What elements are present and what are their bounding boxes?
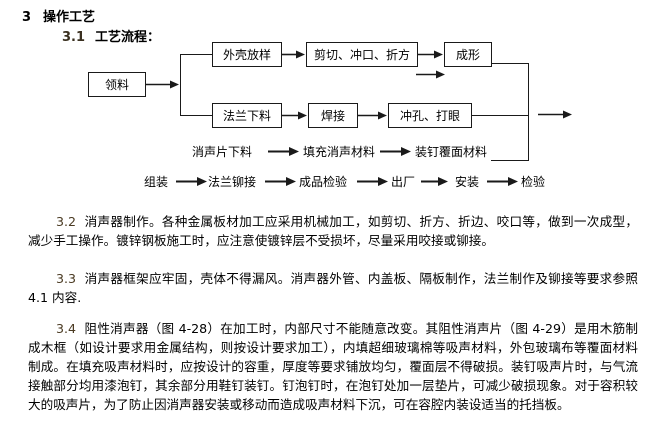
arrow-falan-mujie-to-chengpin <box>265 177 297 186</box>
flow-text-jianyan: 检验 <box>521 175 546 189</box>
flow-box-chengxing: 成形 <box>444 42 492 67</box>
process-flow-diagram: 领料 外壳放样 剪切、冲口、折方 成形 法兰下料 <box>0 42 664 204</box>
arrow-waike-to-jianqie <box>282 50 306 59</box>
flow-text-xiaoshengpian-xialiao: 消声片下料 <box>192 145 253 159</box>
chongkong-to-bus-line <box>472 115 529 117</box>
flow-box-waike-fangyang: 外壳放样 <box>212 42 282 67</box>
arrow-stray-below-chengxing <box>416 70 446 79</box>
flow-text-falan-mujie: 法兰铆接 <box>208 175 257 189</box>
flow-box-falan-xialiao: 法兰下料 <box>212 103 282 128</box>
paragraph-3-2-text: 消声器制作。各种金属板材加工应采用机械加工，如剪切、折方、折边、咬口等，做到一次… <box>28 214 638 248</box>
arrow-merge-bus-output <box>538 110 574 119</box>
flow-box-hanjie: 焊接 <box>308 103 358 128</box>
arrow-chuchang-to-anzhuang <box>421 177 449 186</box>
flow-box-jianqie-chongkou-zhefang: 剪切、冲口、折方 <box>306 42 418 67</box>
section-heading-number: 3 <box>22 10 32 25</box>
arrow-xiaoshengpian-to-tianchong <box>268 147 300 156</box>
arrow-tianchong-to-zhuangding <box>380 147 412 156</box>
arrow-lingliao-to-split <box>146 80 180 89</box>
section-heading: 3 操作工艺 <box>22 6 95 25</box>
subsection-heading: 3.1 工艺流程： <box>62 26 160 45</box>
arrow-jianqie-to-chengxing <box>418 50 444 59</box>
split-vertical-line <box>180 54 182 116</box>
subsection-heading-number: 3.1 <box>62 30 86 45</box>
section-heading-text: 操作工艺 <box>43 10 96 25</box>
paragraph-3-3-number: 3.3 <box>56 271 77 286</box>
chengxing-to-bus-line <box>492 63 529 65</box>
flow-text-tianchong-xiaosheng-cailiao: 填充消声材料 <box>303 145 376 159</box>
flow-box-chongkong-dayan: 冲孔、打眼 <box>388 103 472 128</box>
paragraph-3-4: 3.4 阻性消声器（图 4-28）在加工时，内部尺寸不能随意改变。其阻性消声片（… <box>28 319 638 414</box>
paragraph-3-2: 3.2 消声器制作。各种金属板材加工应采用机械加工，如剪切、折方、折边、咬口等，… <box>28 212 638 250</box>
arrow-zuzhuang-to-falan-mujie <box>176 177 208 186</box>
paragraph-3-3-text: 消声器框架应牢固，壳体不得漏风。消声器外管、内盖板、隔板制作，法兰制作及铆接等要… <box>28 271 638 305</box>
flow-box-lingliao: 领料 <box>88 72 146 97</box>
arrow-anzhuang-to-jianyan <box>487 177 519 186</box>
paragraph-3-2-number: 3.2 <box>56 214 77 229</box>
arrow-hanjie-to-chongkong <box>358 111 388 120</box>
zhuangding-to-bus-line <box>491 160 529 162</box>
arrow-falan-to-hanjie <box>282 111 308 120</box>
flow-text-chuchang: 出厂 <box>391 175 416 189</box>
flow-text-zhuangding-fumian-cailiao: 装钉覆面材料 <box>415 145 488 159</box>
flow-text-chengpin-jianyan: 成品检验 <box>299 175 348 189</box>
split-to-waike-line <box>180 54 212 56</box>
arrow-chengpin-to-chuchang <box>357 177 389 186</box>
flow-text-zuzhuang: 组装 <box>144 175 169 189</box>
merge-bus-vertical-line <box>528 63 530 161</box>
paragraph-3-3: 3.3 消声器框架应牢固，壳体不得漏风。消声器外管、内盖板、隔板制作，法兰制作及… <box>28 269 638 307</box>
split-to-falan-line <box>180 115 212 117</box>
paragraph-3-4-text: 阻性消声器（图 4-28）在加工时，内部尺寸不能随意改变。其阻性消声片（图 4-… <box>28 321 638 412</box>
subsection-heading-text: 工艺流程： <box>95 30 161 45</box>
flow-text-anzhuang: 安装 <box>455 175 480 189</box>
paragraph-3-4-number: 3.4 <box>56 321 77 336</box>
